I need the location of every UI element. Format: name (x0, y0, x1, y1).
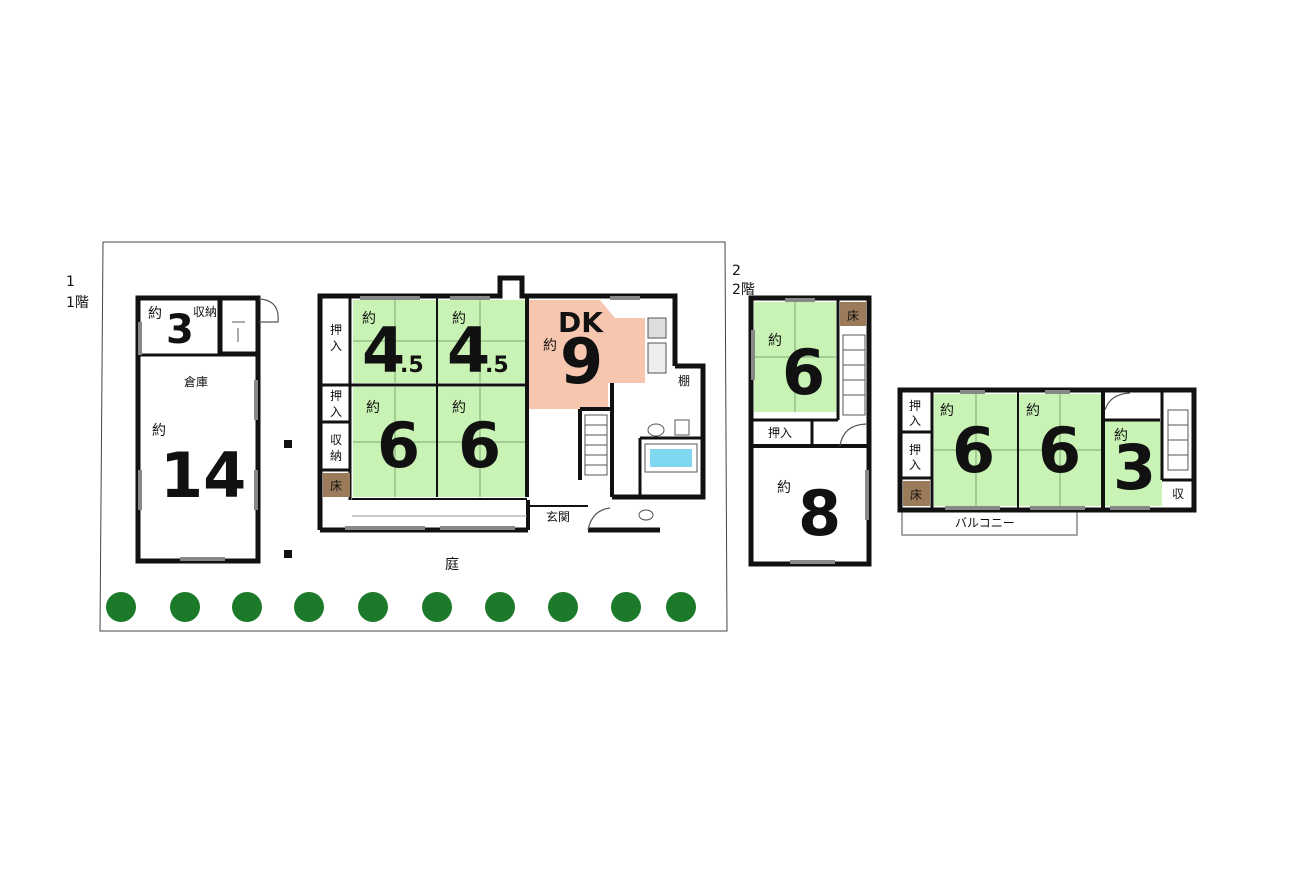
floor2-alcove-label: 床 (847, 309, 859, 323)
bathtub (650, 449, 692, 467)
room2-fraction: .5 (485, 353, 509, 378)
room4-size: 6 (458, 409, 501, 482)
floor2-main (748, 295, 872, 567)
dk-size: 9 (560, 325, 603, 398)
storage-building: 約 3 収納 倉庫 約 14 (135, 295, 279, 564)
warehouse-label: 倉庫 (184, 374, 208, 389)
floor2-room8-prefix: 約 (777, 480, 791, 496)
warehouse-prefix: 約 (152, 423, 166, 439)
floor1-label: 1階 (66, 295, 89, 311)
room1-fraction: .5 (400, 353, 424, 378)
main-house-floor1 (317, 275, 706, 533)
annex-room2-size: 6 (1038, 414, 1081, 487)
room3-prefix: 約 (366, 400, 380, 416)
floor2-label: 2階 (732, 282, 755, 298)
garden-trees (106, 592, 696, 622)
warehouse-size: 14 (160, 439, 246, 512)
storage-closet-label: 収納 (193, 305, 217, 319)
room2-prefix: 約 (452, 311, 466, 327)
tree-icon (485, 592, 515, 622)
annex-room1-size: 6 (952, 414, 995, 487)
tree-icon (170, 592, 200, 622)
annex-room1-prefix: 約 (940, 403, 954, 419)
floor2-room8-size: 8 (798, 477, 841, 550)
tree-icon (422, 592, 452, 622)
room-dk (527, 300, 645, 409)
annex-closet-1: 押入 (909, 399, 921, 428)
annex-storage-label: 収 (1172, 487, 1184, 501)
room1-prefix: 約 (362, 311, 376, 327)
room2-size: 4 (447, 314, 490, 387)
alcove-floor1 (323, 473, 350, 497)
tree-icon (106, 592, 136, 622)
storage-small-prefix: 約 (148, 306, 162, 322)
floor2-room6-size: 6 (782, 336, 825, 409)
gate-post (284, 440, 292, 448)
tree-icon (232, 592, 262, 622)
tree-icon (548, 592, 578, 622)
closet-3: 収納 (330, 433, 342, 463)
floor2-room6-prefix: 約 (768, 333, 782, 349)
tree-icon (666, 592, 696, 622)
annex-alcove-label: 床 (910, 488, 922, 502)
room3-size: 6 (377, 409, 420, 482)
annex-room3-size: 3 (1113, 431, 1156, 504)
closet-1: 押入 (330, 323, 342, 353)
annex-closet-2: 押入 (909, 443, 921, 472)
gate-post (284, 550, 292, 558)
floor2-annex (897, 387, 1197, 536)
closet-2: 押入 (330, 389, 342, 419)
annex-room2-prefix: 約 (1026, 403, 1040, 419)
shelf-label: 棚 (678, 373, 690, 388)
tree-icon (611, 592, 641, 622)
floor2-label-num: 2 (732, 263, 741, 279)
room4-prefix: 約 (452, 400, 466, 416)
dk-prefix: 約 (543, 338, 557, 354)
tree-icon (294, 592, 324, 622)
annex-room-3 (1104, 420, 1162, 506)
entrance-label: 玄関 (546, 509, 570, 524)
annex-room3-prefix: 約 (1114, 428, 1128, 444)
site-boundary (99, 241, 728, 632)
annex-alcove (903, 481, 930, 506)
garden-label: 庭 (445, 556, 459, 573)
storage-small-size: 3 (166, 307, 194, 353)
alcove-label-floor1: 床 (330, 479, 342, 493)
tree-icon (358, 592, 388, 622)
room1-size: 4 (362, 314, 405, 387)
alcove-floor2 (840, 302, 866, 326)
floor1-label-num: 1 (66, 274, 75, 290)
dk-label: DK (558, 306, 604, 339)
balcony-label: バルコニー (955, 516, 1015, 530)
floor2-closet-label: 押入 (768, 426, 792, 440)
